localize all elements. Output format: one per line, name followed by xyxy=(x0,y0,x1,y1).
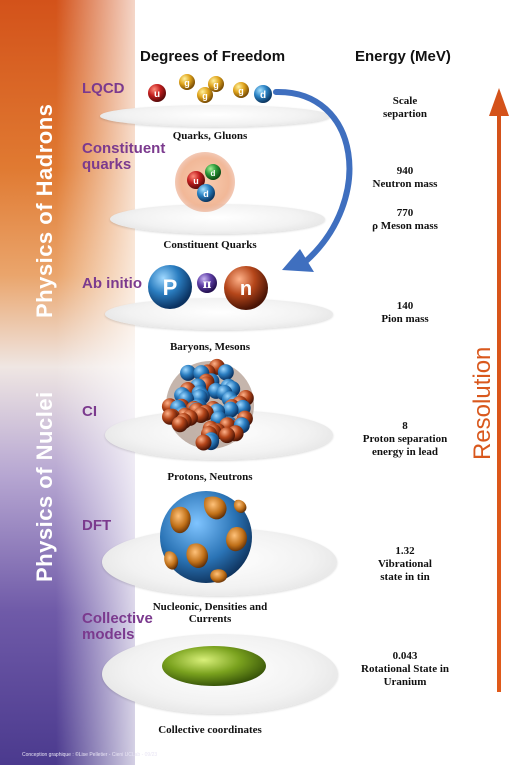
svg-text:g: g xyxy=(213,80,219,90)
energy-scale-separation: Scale separtion xyxy=(340,95,470,121)
resolution-label: Resolution xyxy=(469,347,496,460)
svg-text:d: d xyxy=(260,90,266,101)
proton-sphere xyxy=(217,364,234,381)
svg-text:n: n xyxy=(240,278,252,300)
energy-text: Neutron mass xyxy=(372,178,438,190)
energy-text: Scale separtion xyxy=(383,95,427,120)
level-dft: DFT xyxy=(82,517,112,534)
caption-quarks-gluons: Quarks, Gluons xyxy=(172,130,248,142)
energy-value: 1.32 xyxy=(395,545,415,557)
svg-text:d: d xyxy=(203,189,209,199)
energy-value: 140 xyxy=(396,300,414,312)
svg-text:π: π xyxy=(203,277,212,291)
energy-neutron-mass: 940 Neutron mass xyxy=(340,165,470,191)
energy-value: 0.043 xyxy=(392,650,418,662)
level-lqcd: LQCD xyxy=(82,80,125,97)
energy-value: 770 xyxy=(396,207,414,219)
energy-text: ρ Meson mass xyxy=(372,220,438,232)
energy-rotational-state: 0.043 Rotational State in Uranium xyxy=(340,650,470,689)
level-constituent-quarks: Constituent quarks xyxy=(82,140,166,173)
energy-value: 940 xyxy=(396,165,414,177)
svg-text:u: u xyxy=(193,176,199,186)
credit-text: Conception graphique : ©Lise Pelletier -… xyxy=(22,752,158,758)
energy-text: Vibrational state in tin xyxy=(378,558,432,583)
caption-constituent-quarks: Constituent Quarks xyxy=(163,239,257,251)
caption-baryons-mesons: Baryons, Mesons xyxy=(169,341,251,353)
disc-ab-initio xyxy=(105,298,333,330)
energy-text: Proton separation energy in lead xyxy=(362,433,448,458)
caption-protons-neutrons: Protons, Neutrons xyxy=(167,471,253,483)
svg-text:g: g xyxy=(184,78,190,88)
neutron-sphere xyxy=(219,427,235,444)
resolution-arrow-icon xyxy=(489,88,509,692)
caption-nucleonic-densities: Nucleonic, Densities and Currents xyxy=(152,601,268,625)
level-ci: CI xyxy=(82,403,97,420)
hadron-particles: P π n xyxy=(148,265,268,310)
energy-pion-mass: 140 Pion mass xyxy=(340,300,470,326)
energy-vibrational-state: 1.32 Vibrational state in tin xyxy=(340,545,470,584)
svg-text:d: d xyxy=(211,169,216,178)
collective-ellipsoid xyxy=(162,646,266,686)
lqcd-particles: u g g g g d xyxy=(148,74,272,103)
level-ab-initio: Ab initio xyxy=(82,275,142,292)
disc-lqcd xyxy=(100,105,330,127)
svg-text:u: u xyxy=(154,89,160,100)
dft-density-sphere xyxy=(160,491,252,583)
energy-text: Pion mass xyxy=(381,313,429,325)
nucleus-cluster xyxy=(161,358,254,451)
energy-text: Rotational State in Uranium xyxy=(361,663,449,688)
header-energy: Energy (MeV) xyxy=(355,48,451,65)
neutron-sphere xyxy=(195,434,212,451)
svg-text:P: P xyxy=(163,275,178,300)
curved-arrow-icon xyxy=(273,88,353,272)
proton-sphere xyxy=(222,401,239,418)
header-degrees-of-freedom: Degrees of Freedom xyxy=(140,48,286,65)
constituent-quark-cluster: u d d xyxy=(175,152,235,212)
svg-text:g: g xyxy=(238,86,244,96)
energy-proton-separation: 8 Proton separation energy in lead xyxy=(340,420,470,459)
neutron-sphere xyxy=(171,416,188,433)
caption-collective-coordinates: Collective coordinates xyxy=(158,724,262,736)
energy-rho-meson-mass: 770 ρ Meson mass xyxy=(340,207,470,233)
energy-value: 8 xyxy=(402,420,408,432)
proton-sphere xyxy=(180,364,197,381)
sidebar-fade xyxy=(0,0,160,765)
level-collective-models: Collective models xyxy=(82,610,153,643)
svg-text:g: g xyxy=(202,91,208,101)
